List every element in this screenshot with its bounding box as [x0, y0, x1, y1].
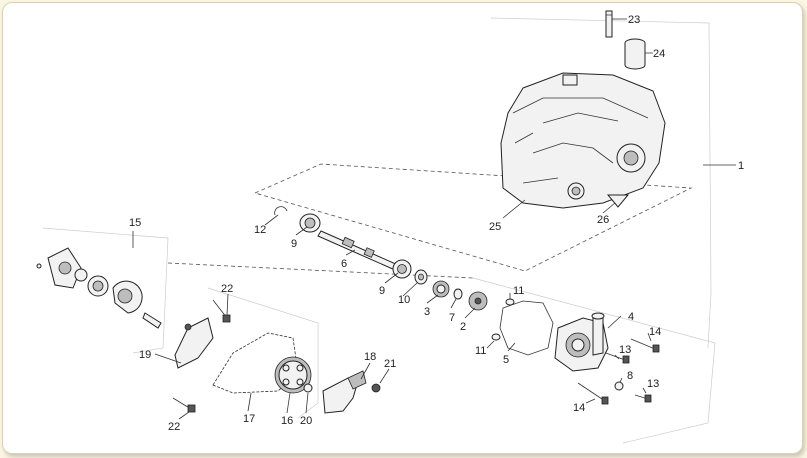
- label-9b: 9: [379, 285, 385, 297]
- chain-part-17: [212, 332, 299, 394]
- seal-part-3: [432, 280, 450, 298]
- label-5: 5: [503, 354, 509, 366]
- pin-part-23: [605, 10, 613, 38]
- washer-part-10: [414, 269, 428, 285]
- label-11b: 11: [475, 345, 486, 357]
- impeller-part-2: [468, 291, 488, 311]
- plug-part-26: [606, 194, 630, 208]
- label-11a: 11: [513, 285, 524, 297]
- label-2: 2: [460, 321, 466, 333]
- bolt-part-21: [371, 383, 381, 393]
- crankcase-cover-part-1: [500, 72, 666, 209]
- bolt-part-14a: [630, 338, 660, 353]
- label-18: 18: [364, 351, 376, 363]
- circlip-part-20: [303, 383, 313, 393]
- bolt-part-14b: [577, 382, 609, 405]
- label-3: 3: [424, 306, 430, 318]
- label-12: 12: [254, 224, 266, 236]
- part-number-labels: 23 24 1 25 26 12 9 6 9 10 3 7 2 11 11 5 …: [129, 14, 744, 433]
- oil-pump-part-15: [36, 247, 162, 329]
- label-9a: 9: [291, 238, 297, 250]
- label-1: 1: [738, 160, 744, 172]
- water-pump-cover-part-4: [554, 312, 609, 372]
- bolt-part-22a: [212, 299, 231, 323]
- dowel-pin-part-11a: [505, 298, 515, 306]
- label-15: 15: [129, 217, 141, 229]
- label-13a: 13: [619, 344, 631, 356]
- guide-lines: [42, 17, 716, 444]
- label-25: 25: [489, 221, 501, 233]
- washer-part-7: [453, 288, 463, 300]
- label-8: 8: [627, 370, 633, 382]
- bearing-part-9b: [392, 259, 412, 279]
- gasket-part-5: [499, 300, 554, 356]
- assembly-boundary: [254, 163, 693, 272]
- label-20: 20: [300, 415, 312, 427]
- bolt-part-22b: [172, 397, 196, 413]
- label-14b: 14: [573, 402, 585, 414]
- diagram-frame: 23 24 1 25 26 12 9 6 9 10 3 7 2 11 11 5 …: [2, 2, 803, 454]
- bolt-part-13a: [605, 352, 630, 364]
- label-4: 4: [628, 311, 634, 323]
- label-19: 19: [139, 349, 151, 361]
- circlip-part-12: [274, 206, 288, 216]
- label-10: 10: [398, 294, 410, 306]
- chain-guide-part-19: [174, 317, 214, 369]
- label-7: 7: [449, 312, 455, 324]
- bearing-part-9a: [299, 213, 321, 233]
- leader-lines: [132, 18, 736, 420]
- label-14a: 14: [649, 326, 661, 338]
- shaft-part-6: [317, 230, 399, 271]
- bushing-part-24: [624, 38, 646, 70]
- exploded-parts-diagram: 23 24 1 25 26 12 9 6 9 10 3 7 2 11 11 5 …: [36, 10, 744, 444]
- bolt-part-13b: [634, 394, 652, 403]
- washer-part-8: [614, 381, 624, 391]
- label-6: 6: [341, 258, 347, 270]
- label-16: 16: [281, 415, 293, 427]
- label-26: 26: [597, 214, 609, 226]
- dowel-pin-part-11b: [491, 333, 501, 341]
- label-13b: 13: [647, 378, 659, 390]
- sprocket-part-16: [274, 356, 312, 394]
- label-22a: 22: [221, 283, 233, 295]
- label-22b: 22: [168, 421, 180, 433]
- tensioner-plate-part-18: [322, 370, 367, 414]
- label-17: 17: [243, 413, 255, 425]
- label-23: 23: [628, 14, 640, 26]
- label-21: 21: [384, 358, 396, 370]
- label-24: 24: [653, 48, 665, 60]
